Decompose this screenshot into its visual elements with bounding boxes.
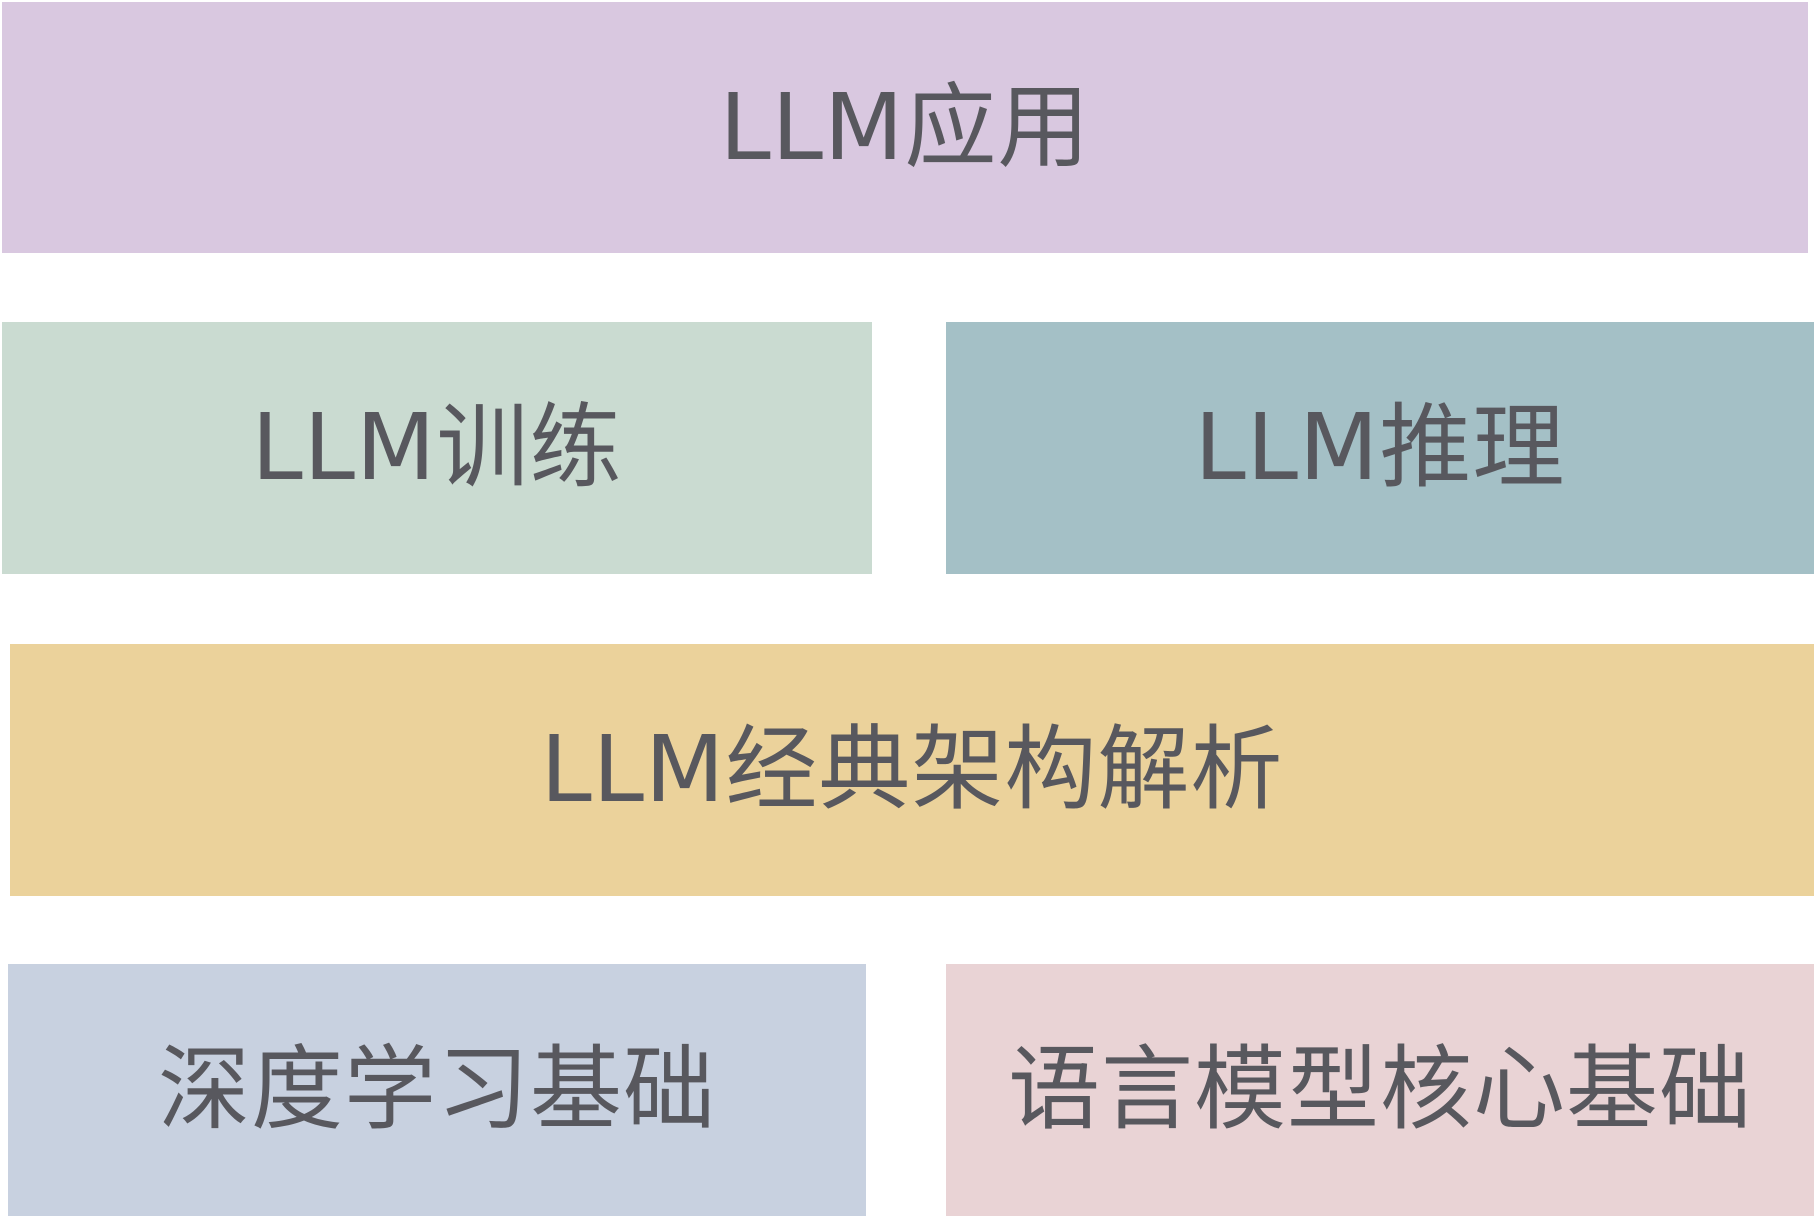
layer-label: 深度学习基础	[157, 1036, 716, 1143]
layer-label: LLM应用	[719, 73, 1091, 181]
layer-llm-application: LLM应用	[2, 2, 1808, 253]
layer-label: LLM经典架构解析	[540, 716, 1284, 823]
layer-llm-architecture: LLM经典架构解析	[10, 644, 1814, 896]
layer-deep-learning-basics: 深度学习基础	[8, 964, 866, 1216]
layer-label: LLM推理	[1194, 394, 1566, 501]
layer-llm-inference: LLM推理	[946, 322, 1814, 574]
layer-label: 语言模型核心基础	[1007, 1036, 1752, 1143]
layer-label: LLM训练	[251, 394, 623, 501]
layer-language-model-basics: 语言模型核心基础	[946, 964, 1814, 1216]
layer-llm-training: LLM训练	[2, 322, 872, 574]
